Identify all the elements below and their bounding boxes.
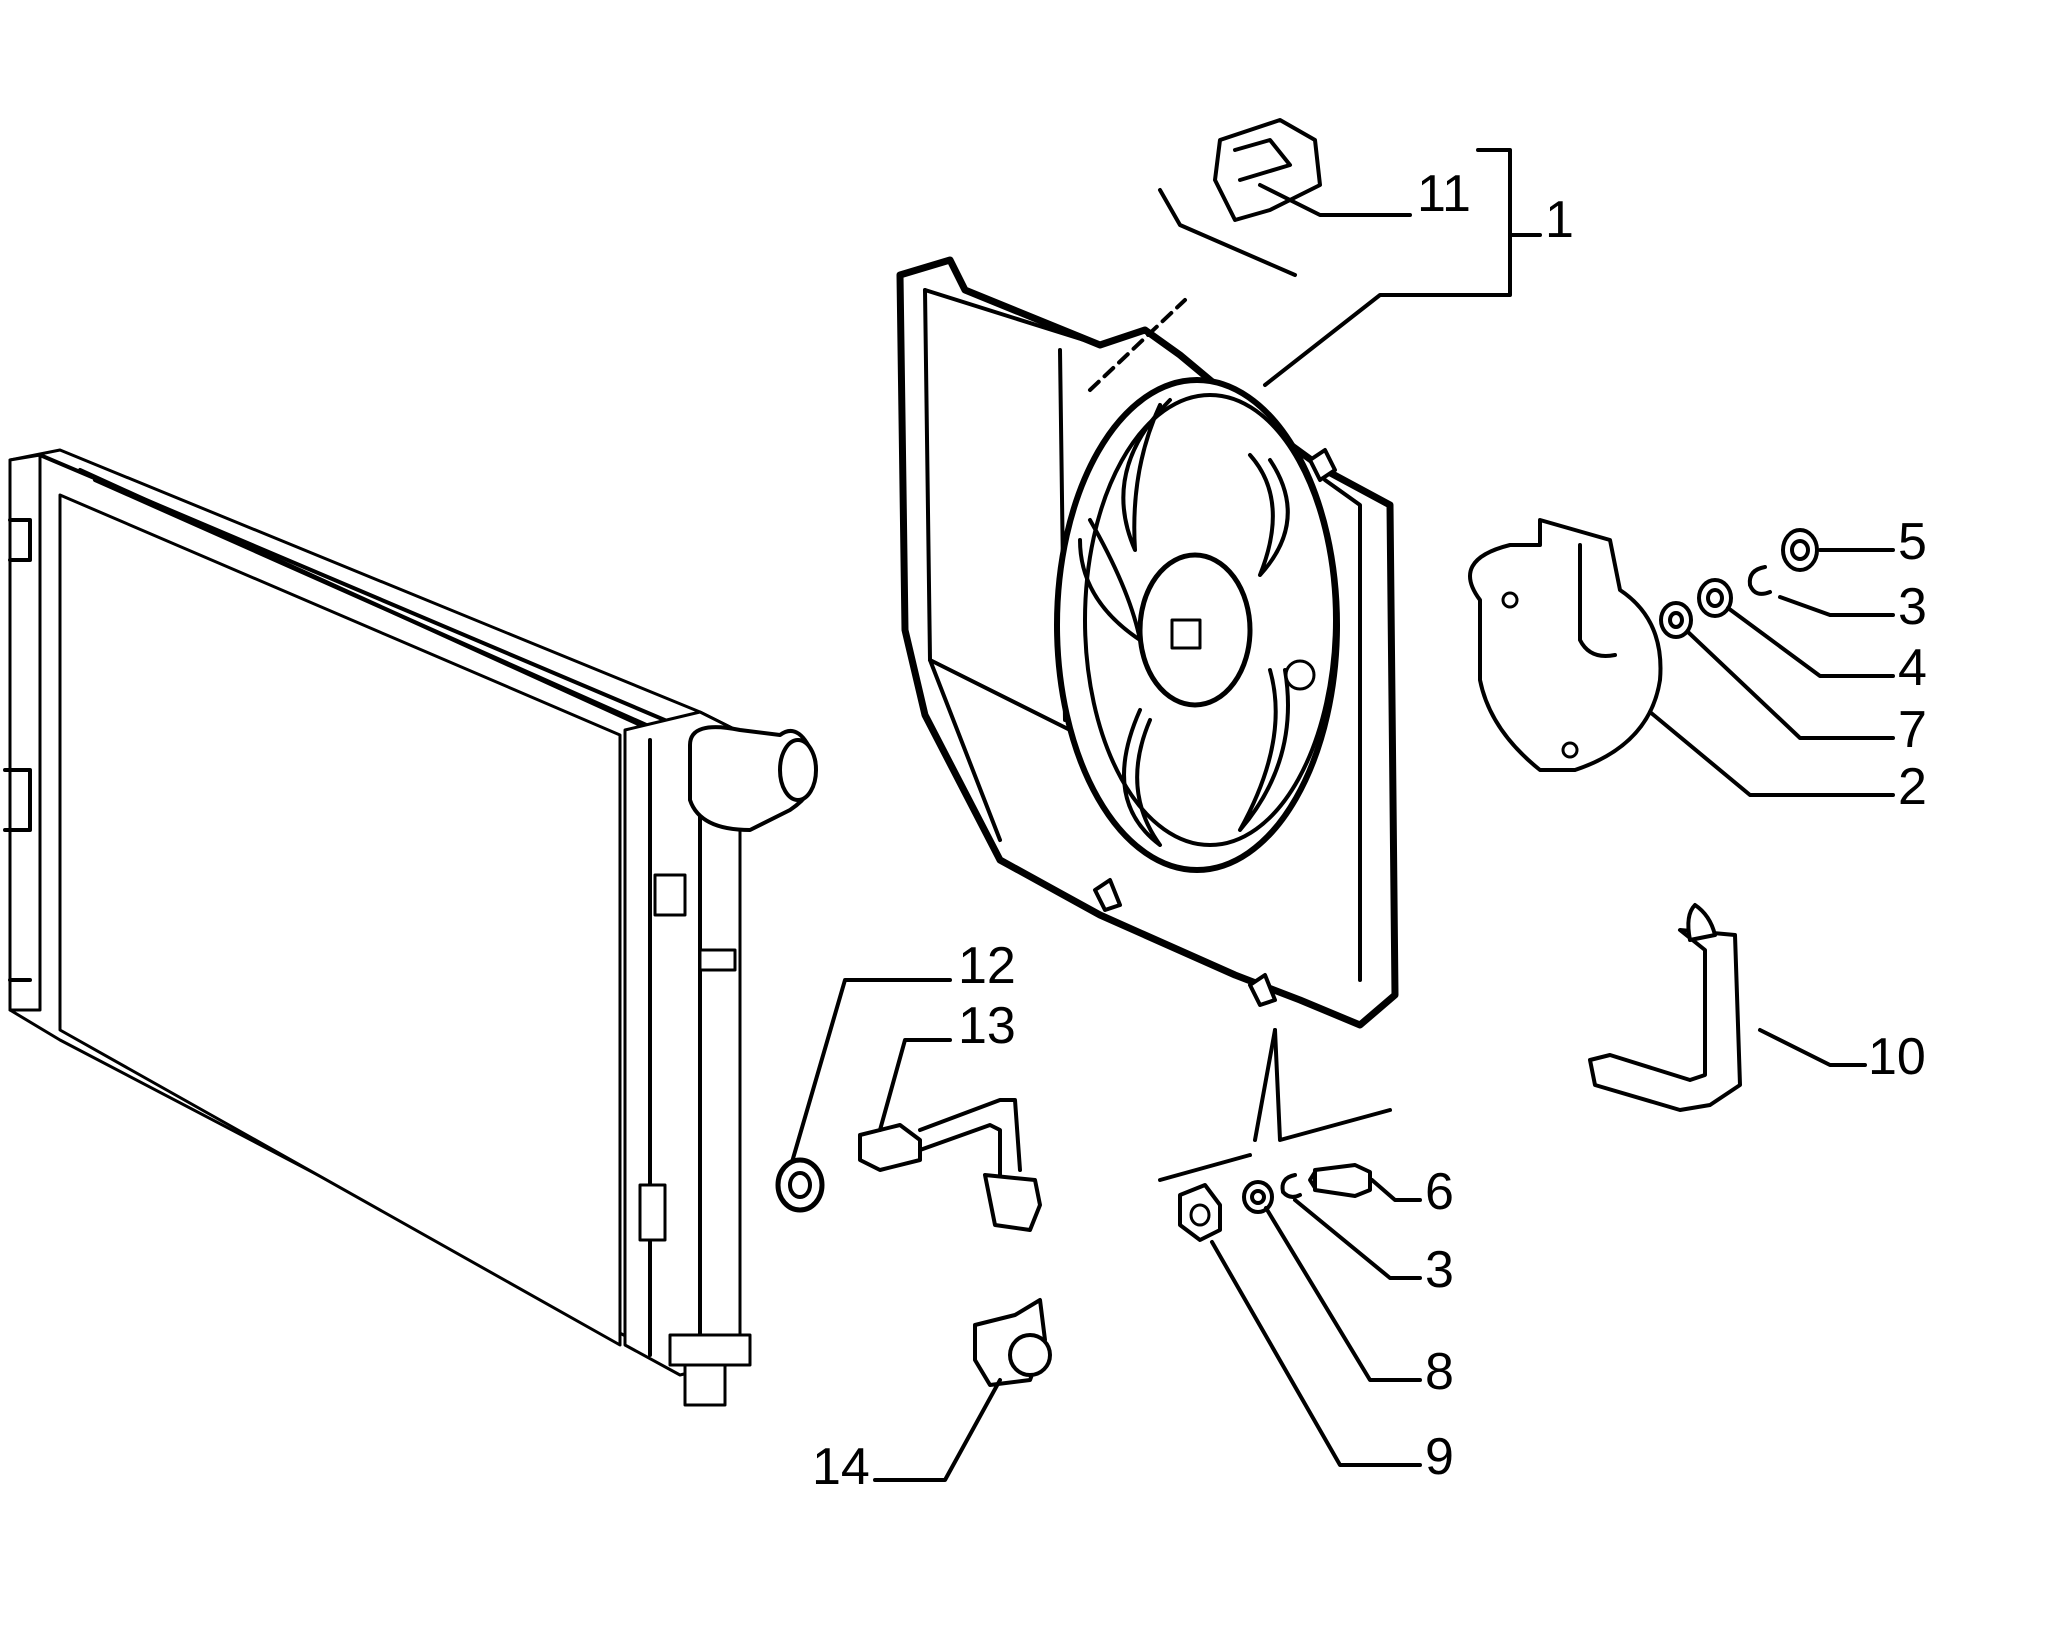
callout-4: 4 <box>1898 639 1927 697</box>
part-3-spring-washer-lower <box>1280 1173 1302 1199</box>
callout-3-upper: 3 <box>1898 578 1927 636</box>
leader-lines <box>790 148 1895 1482</box>
part-6-bolt <box>1308 1163 1372 1198</box>
part-14-clip <box>973 1298 1052 1387</box>
callout-11: 11 <box>1417 165 1471 223</box>
radiator <box>3 448 818 1407</box>
part-5-nut <box>1781 528 1819 572</box>
part-3-spring-washer-upper <box>1747 565 1772 596</box>
part-2-cover <box>1468 518 1663 772</box>
callout-12: 12 <box>958 937 1016 995</box>
callout-3-lower: 3 <box>1425 1241 1454 1299</box>
part-12-seal <box>775 1157 825 1213</box>
callout-2: 2 <box>1898 758 1927 816</box>
part-9-clip-nut <box>1178 1183 1222 1242</box>
callout-14: 14 <box>812 1438 870 1496</box>
callout-10: 10 <box>1868 1028 1926 1086</box>
part-4-washer <box>1697 578 1733 618</box>
callout-8: 8 <box>1425 1343 1454 1401</box>
fan-shroud <box>896 256 1399 1029</box>
part-11-connector <box>1158 118 1322 277</box>
part-10-bracket <box>1588 903 1742 1112</box>
callout-9: 9 <box>1425 1428 1454 1486</box>
callout-13: 13 <box>958 997 1016 1055</box>
callout-6: 6 <box>1425 1163 1454 1221</box>
callout-5: 5 <box>1898 513 1927 571</box>
callout-1: 1 <box>1545 191 1574 249</box>
part-7-washer <box>1659 601 1693 639</box>
part-13-temperature-sensor <box>858 1098 1042 1232</box>
part-8-washer <box>1242 1180 1274 1214</box>
callout-7: 7 <box>1898 701 1927 759</box>
